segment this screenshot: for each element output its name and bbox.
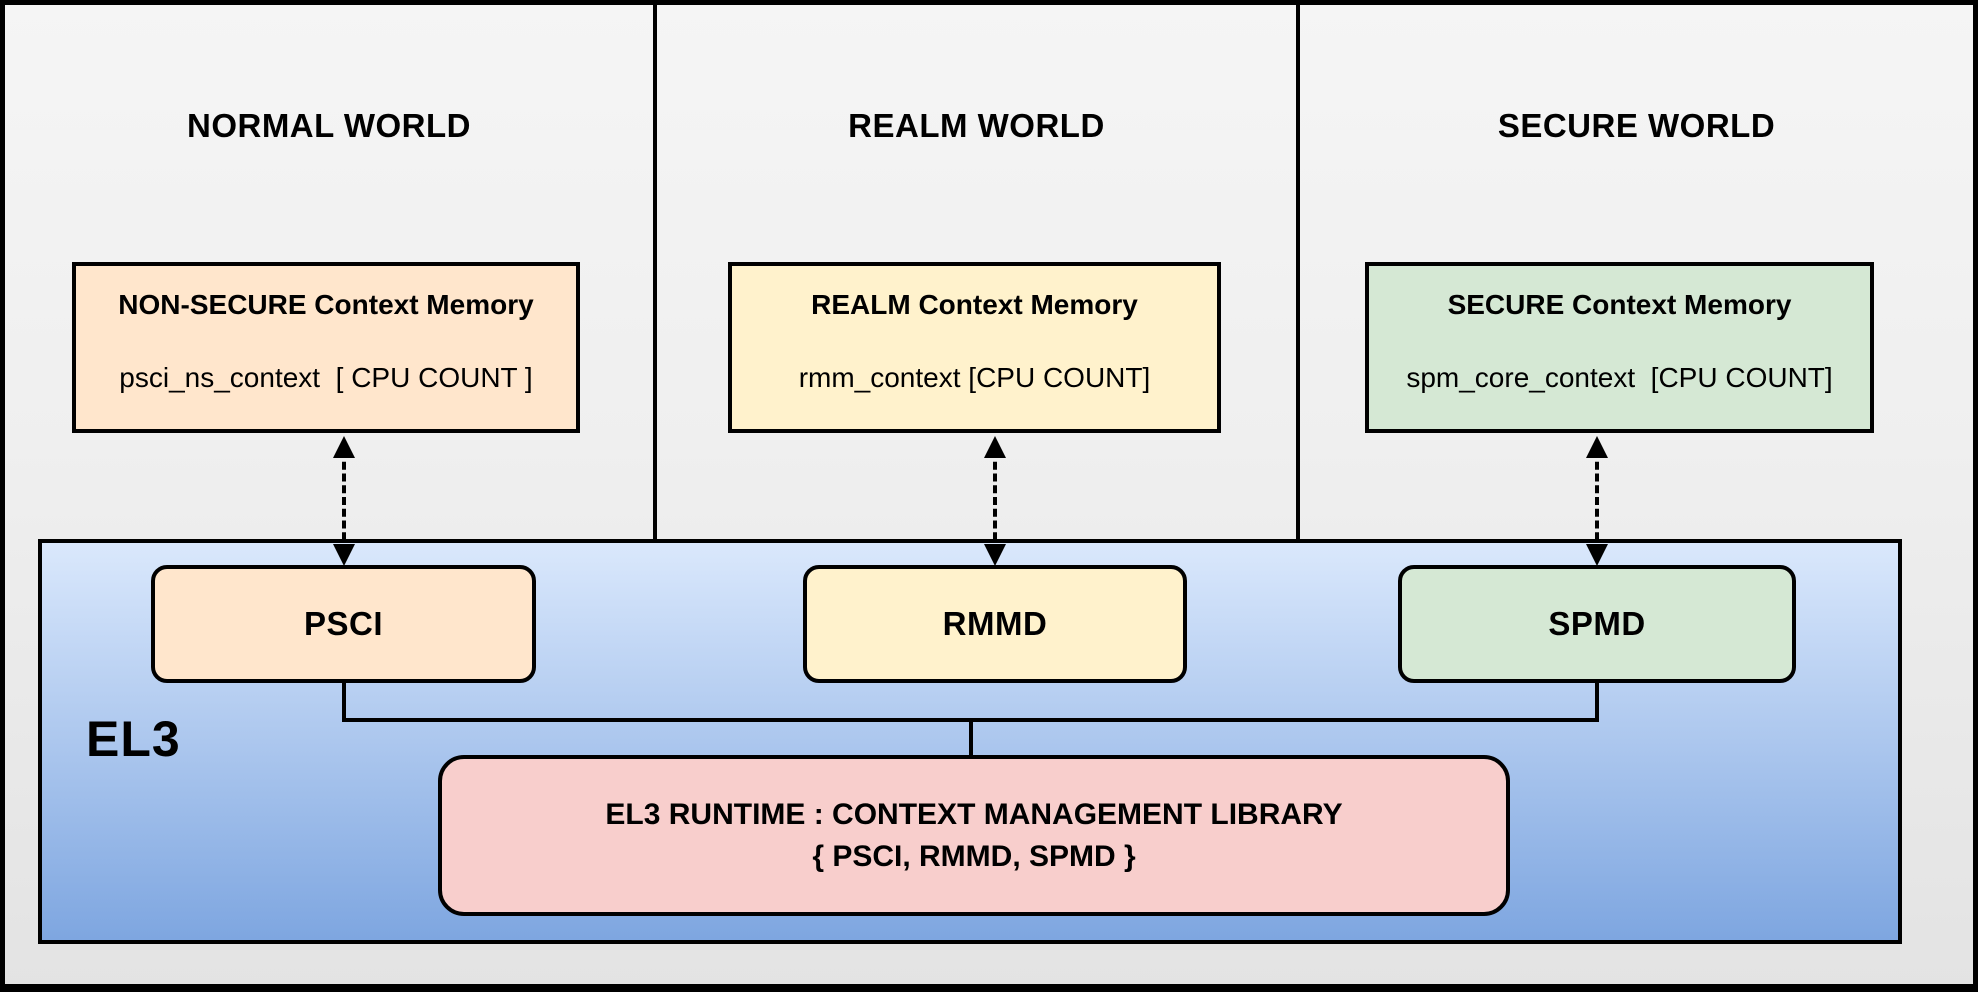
- secure-context-memory-box: SECURE Context Memory spm_core_context […: [1365, 262, 1874, 433]
- arrowhead-down-icon: [984, 544, 1006, 566]
- bidirectional-arrow-secure-spmd: [1585, 436, 1609, 566]
- connector-bus-line: [342, 718, 1599, 722]
- normal-world-title: NORMAL WORLD: [186, 107, 472, 144]
- connector-spmd-to-bus: [1595, 683, 1599, 720]
- rmmd-module-label: RMMD: [942, 605, 1048, 642]
- bidirectional-arrow-nonsecure-psci: [332, 436, 356, 566]
- arrowhead-down-icon: [333, 544, 355, 566]
- arrowhead-up-icon: [333, 436, 355, 458]
- secure-context-memory-title: SECURE Context Memory: [1447, 289, 1792, 320]
- secure-context-memory-value: spm_core_context [CPU COUNT]: [1406, 362, 1833, 393]
- dashed-arrow-shaft: [993, 450, 997, 552]
- arrowhead-up-icon: [984, 436, 1006, 458]
- non-secure-context-memory-value: psci_ns_context [ CPU COUNT ]: [119, 362, 533, 393]
- non-secure-context-memory-title: NON-SECURE Context Memory: [118, 289, 534, 320]
- psci-module-box: PSCI: [151, 565, 536, 683]
- el3-runtime-library-title: EL3 RUNTIME : CONTEXT MANAGEMENT LIBRARY: [605, 797, 1343, 831]
- connector-psci-to-bus: [342, 683, 346, 720]
- psci-module-label: PSCI: [303, 605, 384, 642]
- realm-context-memory-value: rmm_context [CPU COUNT]: [798, 362, 1151, 393]
- secure-world-title: SECURE WORLD: [1497, 107, 1776, 144]
- spmd-module-label: SPMD: [1548, 605, 1646, 642]
- el3-runtime-library-subtitle: { PSCI, RMMD, SPMD }: [812, 839, 1136, 873]
- dashed-arrow-shaft: [342, 450, 346, 552]
- el3-label: EL3: [86, 711, 181, 767]
- non-secure-context-memory-box: NON-SECURE Context Memory psci_ns_contex…: [72, 262, 580, 433]
- connector-bus-to-runtime: [969, 722, 973, 755]
- spmd-module-box: SPMD: [1398, 565, 1796, 683]
- bidirectional-arrow-realm-rmmd: [983, 436, 1007, 566]
- realm-context-memory-title: REALM Context Memory: [811, 289, 1138, 320]
- realm-world-title: REALM WORLD: [848, 107, 1105, 144]
- rmmd-module-box: RMMD: [803, 565, 1187, 683]
- arrowhead-up-icon: [1586, 436, 1608, 458]
- world-divider-realm-secure: [1296, 5, 1300, 541]
- dashed-arrow-shaft: [1595, 450, 1599, 552]
- realm-context-memory-box: REALM Context Memory rmm_context [CPU CO…: [728, 262, 1221, 433]
- el3-runtime-library-box: EL3 RUNTIME : CONTEXT MANAGEMENT LIBRARY…: [438, 755, 1510, 916]
- arrowhead-down-icon: [1586, 544, 1608, 566]
- world-divider-normal-realm: [653, 5, 657, 541]
